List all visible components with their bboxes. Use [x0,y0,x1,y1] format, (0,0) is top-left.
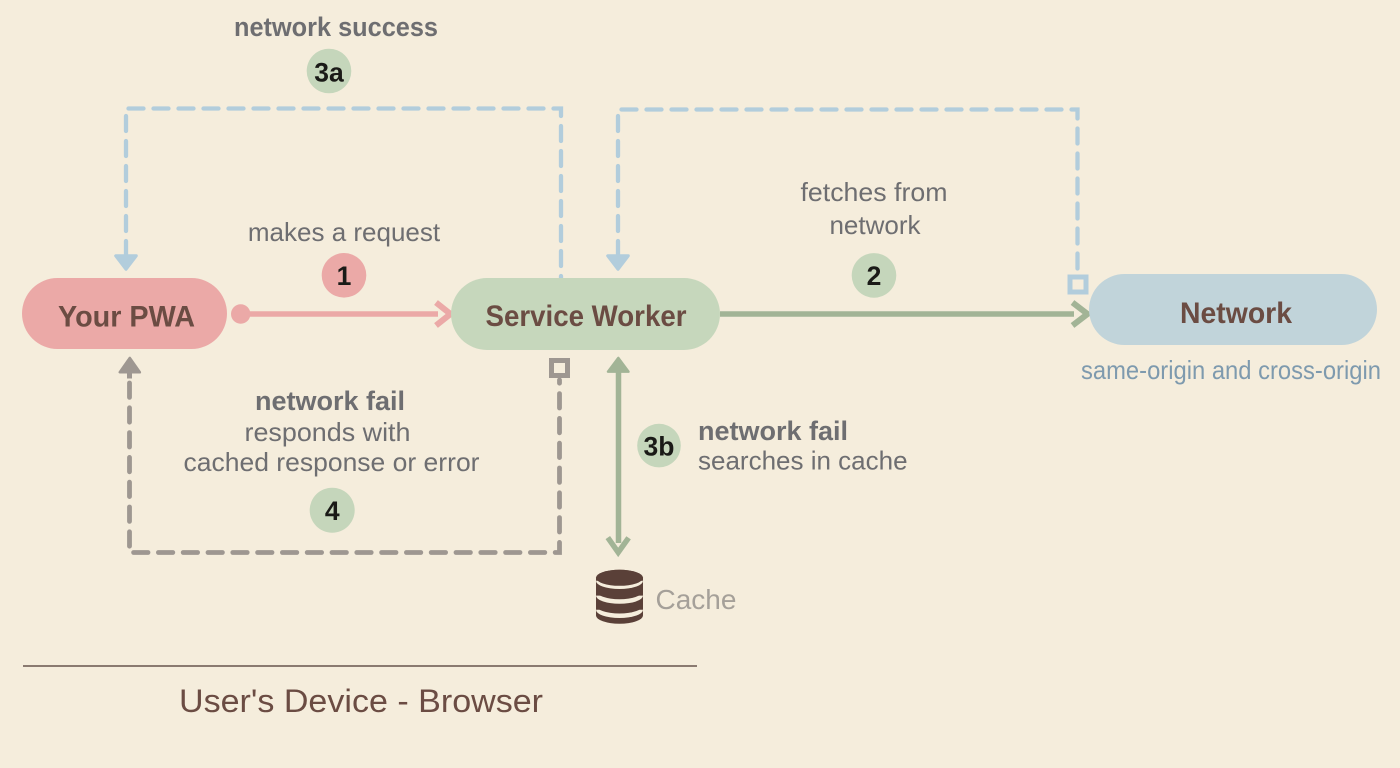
svg-text:User's Device - Browser: User's Device - Browser [179,683,543,719]
svg-text:responds with: responds with [245,417,411,447]
svg-text:fetches from: fetches from [801,177,948,207]
svg-text:Network: Network [1180,297,1292,330]
svg-text:network fail: network fail [698,416,848,446]
svg-text:searches in cache: searches in cache [698,446,908,476]
svg-text:network success: network success [234,12,438,42]
svg-text:Cache: Cache [656,584,737,615]
svg-text:3b: 3b [644,432,675,462]
svg-text:1: 1 [337,261,352,291]
svg-text:network fail: network fail [255,386,405,416]
svg-text:network: network [829,210,921,240]
svg-text:2: 2 [867,261,882,291]
svg-text:makes a request: makes a request [248,217,441,247]
svg-text:4: 4 [325,496,340,526]
svg-text:same-origin and cross-origin: same-origin and cross-origin [1081,355,1381,385]
svg-text:Service Worker: Service Worker [486,300,687,333]
svg-text:3a: 3a [314,58,344,88]
svg-text:Your PWA: Your PWA [58,301,195,334]
svg-text:cached response or error: cached response or error [184,447,480,477]
